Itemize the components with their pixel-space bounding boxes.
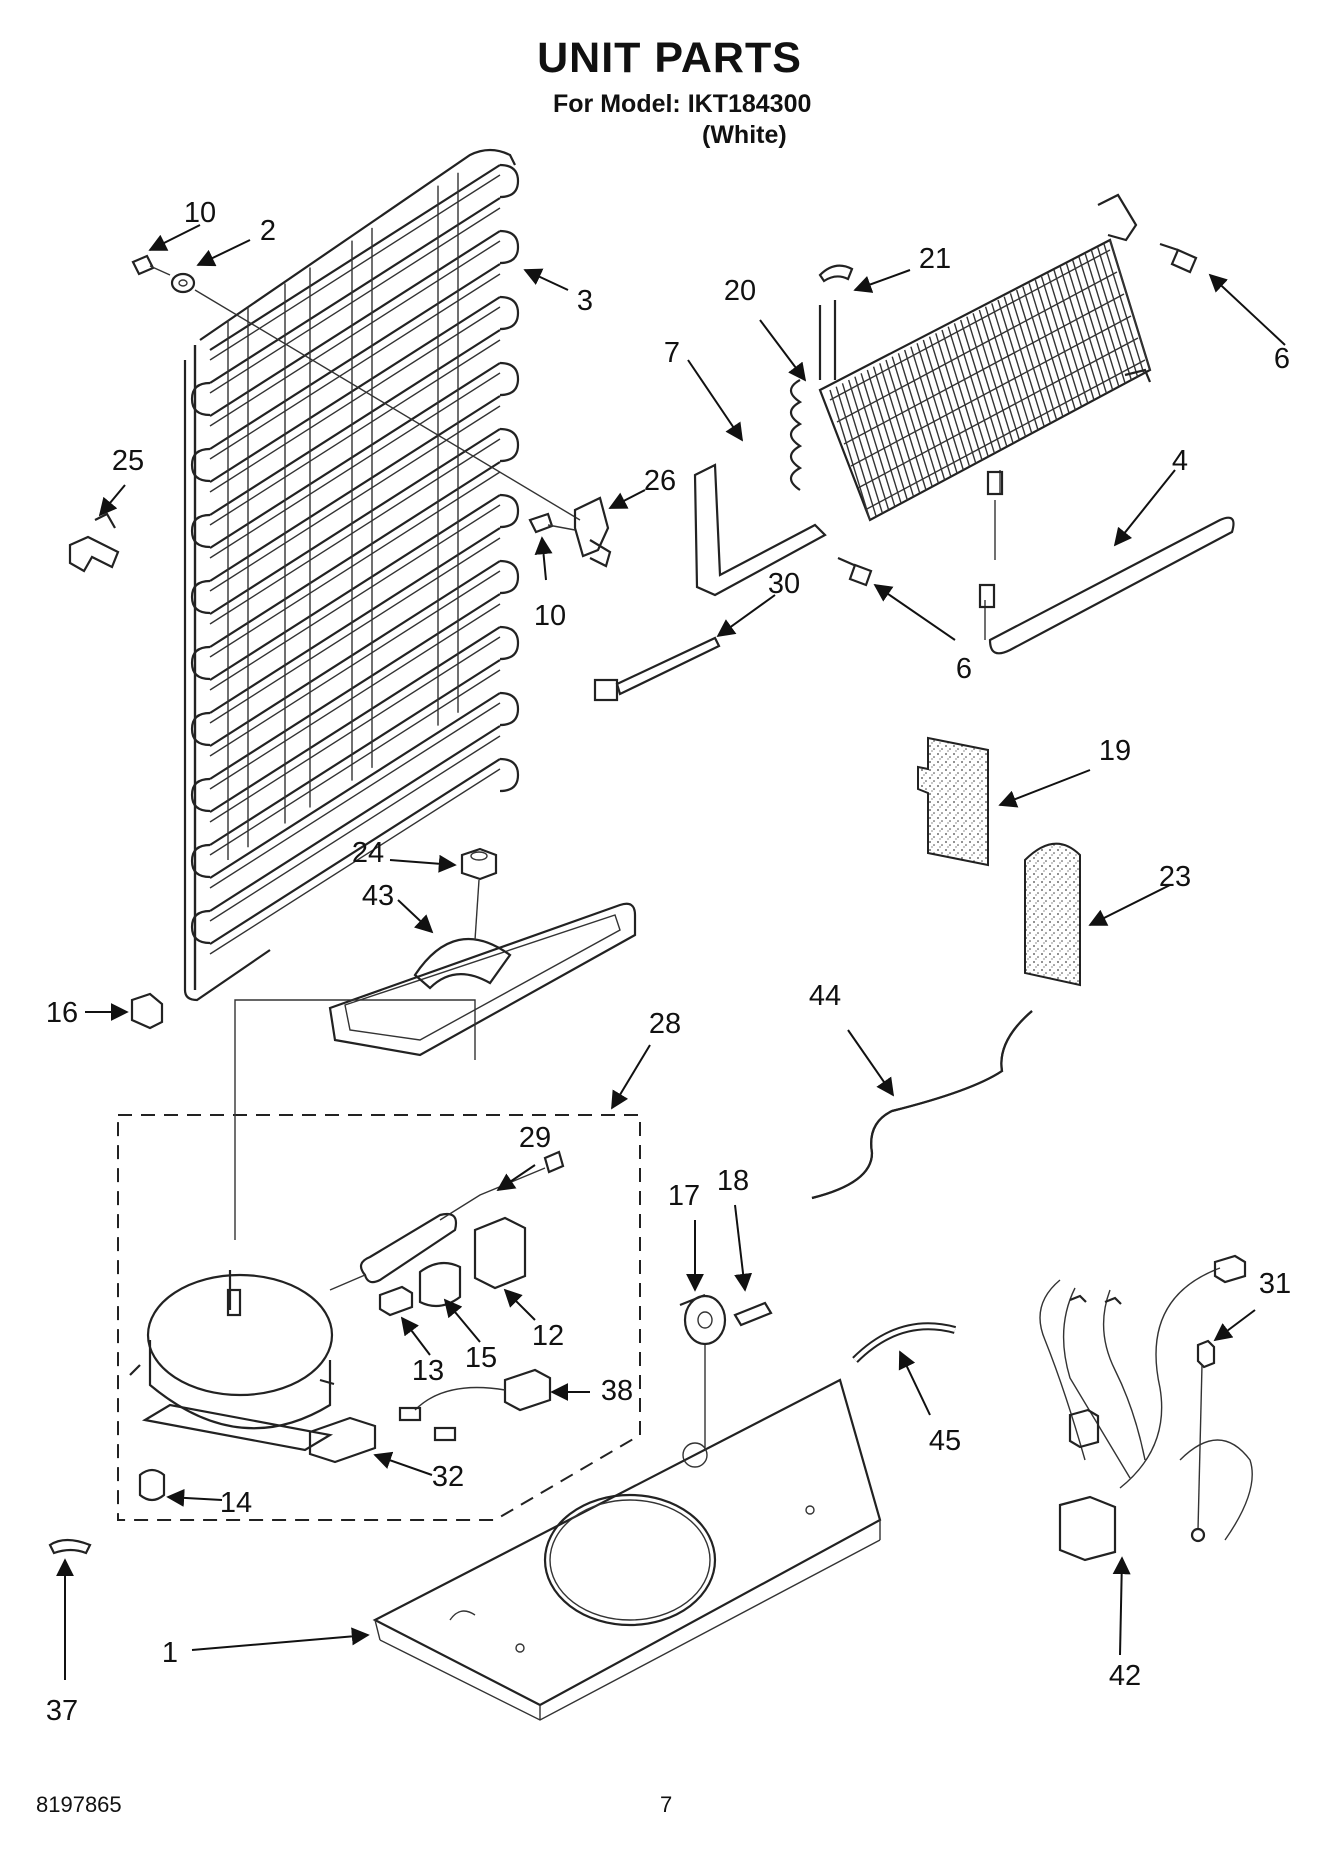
model-line: For Model: IKT184300 bbox=[553, 90, 812, 118]
callout-6: 6 bbox=[1274, 343, 1290, 375]
drain-pan-43 bbox=[328, 847, 637, 1057]
model-variant: (White) bbox=[702, 121, 787, 149]
screw-and-grommet bbox=[131, 254, 581, 521]
callout-23: 23 bbox=[1159, 861, 1191, 893]
foam-block-19 bbox=[917, 736, 989, 867]
condenser-coil bbox=[183, 148, 520, 1002]
document-number: 8197865 bbox=[36, 1792, 122, 1817]
evaporator bbox=[789, 193, 1152, 522]
callout-29: 29 bbox=[519, 1122, 551, 1154]
callout-3: 3 bbox=[577, 285, 593, 317]
callout-32: 32 bbox=[432, 1461, 464, 1493]
callout-6: 6 bbox=[956, 653, 972, 685]
callout-45: 45 bbox=[929, 1425, 961, 1457]
page-title: UNIT PARTS bbox=[537, 34, 802, 82]
page-number: 7 bbox=[660, 1792, 673, 1817]
callout-2: 2 bbox=[260, 215, 276, 247]
screw-6-top bbox=[1159, 242, 1198, 274]
roller-and-axle bbox=[679, 1293, 773, 1450]
callout-26: 26 bbox=[644, 465, 676, 497]
callout-30: 30 bbox=[768, 568, 800, 600]
bracket-25 bbox=[68, 512, 120, 573]
cable-tie-30 bbox=[593, 636, 721, 702]
callout-10: 10 bbox=[184, 197, 216, 229]
overload-and-relay-parts bbox=[308, 1150, 565, 1464]
grommet-14 bbox=[138, 1468, 166, 1502]
callout-42: 42 bbox=[1109, 1660, 1141, 1692]
wire-harness-42 bbox=[1039, 1254, 1253, 1562]
callout-37: 37 bbox=[46, 1695, 78, 1727]
callout-7: 7 bbox=[664, 337, 680, 369]
callout-44: 44 bbox=[809, 980, 841, 1012]
callout-17: 17 bbox=[668, 1180, 700, 1212]
callout-leaders bbox=[56, 224, 1286, 1680]
callout-25: 25 bbox=[112, 445, 144, 477]
callout-13: 13 bbox=[412, 1355, 444, 1387]
callout-43: 43 bbox=[362, 880, 394, 912]
callout-14: 14 bbox=[220, 1487, 252, 1519]
callout-20: 20 bbox=[724, 275, 756, 307]
callout-16: 16 bbox=[46, 997, 78, 1029]
base-plate bbox=[372, 1378, 882, 1721]
screw-6-bottom bbox=[837, 556, 873, 587]
callout-21: 21 bbox=[919, 243, 951, 275]
callout-38: 38 bbox=[601, 1375, 633, 1407]
callout-1: 1 bbox=[162, 1637, 178, 1669]
clip-16 bbox=[130, 992, 164, 1030]
clip-37 bbox=[48, 1538, 92, 1555]
defrost-heater-4 bbox=[978, 470, 1235, 655]
drain-tube-44 bbox=[811, 1010, 1033, 1200]
callout-10: 10 bbox=[534, 600, 566, 632]
callout-24: 24 bbox=[352, 837, 384, 869]
compressor bbox=[129, 999, 476, 1452]
foam-block-23 bbox=[1024, 842, 1081, 987]
callout-28: 28 bbox=[649, 1008, 681, 1040]
drain-trough-7 bbox=[693, 463, 827, 597]
callout-4: 4 bbox=[1172, 445, 1188, 477]
callout-31: 31 bbox=[1259, 1268, 1291, 1300]
callout-19: 19 bbox=[1099, 735, 1131, 767]
mounting-bracket-26 bbox=[528, 496, 612, 568]
clip-21 bbox=[818, 264, 854, 283]
callout-15: 15 bbox=[465, 1342, 497, 1374]
callout-12: 12 bbox=[532, 1320, 564, 1352]
compressor-kit-boundary bbox=[117, 1114, 641, 1521]
callout-18: 18 bbox=[717, 1165, 749, 1197]
